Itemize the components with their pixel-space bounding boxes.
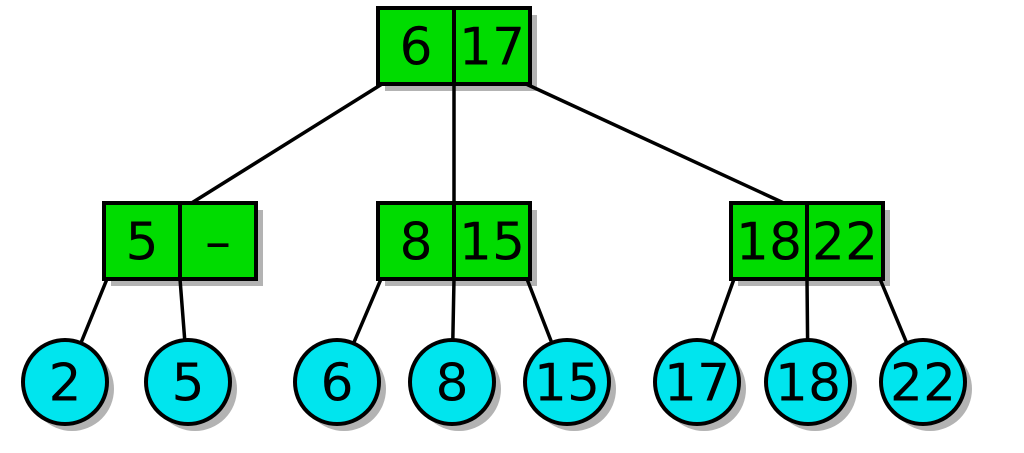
leaf-circle (144, 338, 232, 426)
leaf-node: 6 (293, 338, 381, 426)
key-label: 8 (399, 213, 432, 273)
key-label: 6 (399, 18, 432, 78)
leaf-label: 22 (890, 354, 956, 414)
root-node: 6 17 (376, 6, 532, 86)
leaf-label: 2 (48, 354, 81, 414)
leaf-nodes: 2 5 6 8 15 17 18 22 (21, 338, 967, 426)
leaf-node: 18 (764, 338, 852, 426)
key-label: 5 (125, 213, 158, 273)
leaf-circle (293, 338, 381, 426)
key-label: 15 (459, 213, 525, 273)
leaf-node: 8 (408, 338, 496, 426)
leaf-circle (879, 338, 967, 426)
leaf-label: 17 (664, 354, 730, 414)
leaf-label: 6 (320, 354, 353, 414)
leaf-label: 18 (775, 354, 841, 414)
key-label: 17 (459, 18, 525, 78)
edge-line (524, 82, 788, 206)
leaf-circle (21, 338, 109, 426)
internal-node: 8 15 (376, 201, 532, 281)
leaf-node: 5 (144, 338, 232, 426)
leaf-label: 5 (171, 354, 204, 414)
leaf-circle (764, 338, 852, 426)
leaf-circle (653, 338, 741, 426)
leaf-node: 22 (879, 338, 967, 426)
leaf-node: 2 (21, 338, 109, 426)
leaf-label: 8 (435, 354, 468, 414)
key-label: – (205, 213, 231, 273)
leaf-circle (523, 338, 611, 426)
leaf-node: 17 (653, 338, 741, 426)
leaf-node: 15 (523, 338, 611, 426)
internal-node: 5 – (102, 201, 258, 281)
leaf-label: 15 (534, 354, 600, 414)
key-label: 18 (736, 213, 802, 273)
internal-node: 18 22 (729, 201, 885, 281)
edge-line (188, 82, 384, 206)
leaf-circle (408, 338, 496, 426)
key-label: 22 (812, 213, 878, 273)
